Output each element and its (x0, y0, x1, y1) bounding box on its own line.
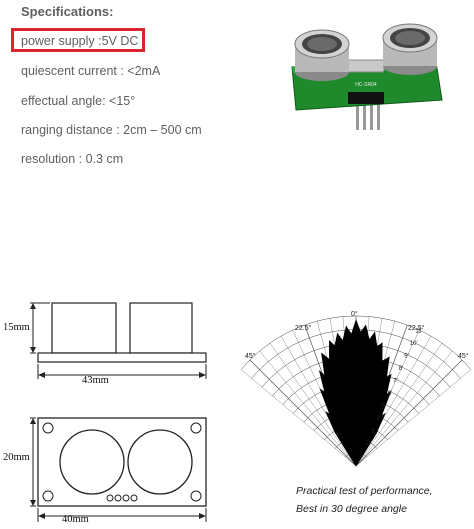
grid-radial (355, 343, 443, 467)
angle-label: 0° (351, 310, 358, 318)
chart-caption-line2: Best in 30 degree angle (296, 503, 407, 515)
side-width-label: 43mm (82, 375, 109, 386)
beam-shape (318, 319, 392, 467)
top-height-label: 20mm (3, 452, 30, 463)
grid-radial (259, 350, 357, 467)
spec-ranging-distance: ranging distance : 2cm – 500 cm (21, 123, 202, 137)
angle-label: 22.5° (408, 324, 425, 332)
distance-label: 2' (366, 441, 370, 447)
angle-label: 45° (458, 352, 469, 360)
grid-arc (240, 315, 472, 370)
spec-quiescent-current: quiescent current : <2mA (21, 64, 161, 78)
pin-hole (114, 494, 122, 502)
left-transducer-top (59, 429, 125, 495)
pin (363, 104, 366, 130)
distance-label: 4' (377, 416, 381, 422)
pin (370, 104, 373, 130)
distance-label: 11' (415, 329, 422, 335)
mount-hole (190, 490, 202, 502)
arrow-up (30, 418, 36, 424)
highlight-box (11, 28, 145, 52)
specifications-title: Specifications: (21, 4, 114, 19)
pin (377, 104, 380, 130)
distance-label: 1' (360, 453, 364, 459)
side-height-label: 15mm (3, 322, 30, 333)
module-photo: HC-SR04 (291, 23, 443, 130)
distance-label: 6' (388, 391, 392, 397)
distance-label: 8' (399, 366, 403, 372)
pin (356, 104, 359, 130)
side-view-drawing (30, 302, 207, 379)
right-transducer (382, 23, 438, 75)
top-view-drawing (30, 417, 207, 522)
crystal (343, 59, 385, 73)
distance-label: 10' (410, 341, 418, 347)
right-transducer-top (127, 429, 193, 495)
mount-hole (42, 490, 54, 502)
mount-hole (190, 422, 202, 434)
arrow-down (30, 500, 36, 506)
pin-hole (106, 494, 114, 502)
spec-power-supply: power supply :5V DC (21, 34, 139, 48)
spec-resolution: resolution : 0.3 cm (21, 152, 124, 166)
board-label: HC-SR04 (355, 82, 377, 88)
grid-radial (240, 369, 357, 467)
left-transducer (294, 29, 350, 81)
grid-radial (269, 343, 357, 467)
arrow-up (30, 303, 36, 309)
grid-radial (355, 369, 472, 467)
distance-label: 3' (371, 428, 375, 434)
chart-caption-line1: Practical test of performance, (296, 485, 433, 497)
distance-labels: 11' 10' 9'8' 7'6'5' 4'3' 2'1' (360, 329, 423, 460)
arrow-right (199, 513, 206, 519)
left-transducer-side (51, 302, 117, 354)
angle-label: 45° (245, 352, 256, 360)
grid-radial (355, 350, 453, 467)
top-width-label: 40mm (62, 514, 89, 525)
grid-radial (249, 359, 357, 467)
right-transducer-side (129, 302, 193, 354)
arrow-down (30, 347, 36, 353)
pin-header (348, 92, 384, 104)
beam-pattern-chart: 22.5° 0° 22.5° 45° 45° 11' 10' 9'8' 7'6'5' 4… (240, 310, 472, 467)
distance-label: 7' (393, 379, 397, 385)
angle-label: 22.5° (295, 324, 312, 332)
board-side (37, 352, 207, 363)
arrow-right (199, 372, 206, 378)
distance-label: 5' (382, 403, 386, 409)
grid-radial (355, 359, 463, 467)
mount-hole (42, 422, 54, 434)
pin-hole (130, 494, 138, 502)
distance-label: 9' (404, 354, 408, 360)
pin-hole (122, 494, 130, 502)
arrow-left (38, 513, 45, 519)
spec-effectual-angle: effectual angle: <15° (21, 94, 136, 108)
arrow-left (38, 372, 45, 378)
